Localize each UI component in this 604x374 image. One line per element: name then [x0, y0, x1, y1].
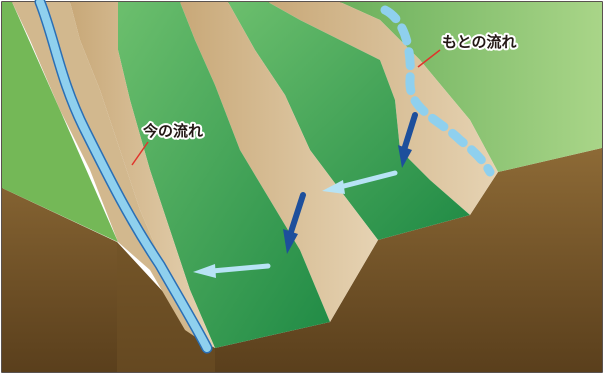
upper-terrace: [228, 2, 470, 240]
original-stream-leader: [417, 49, 441, 68]
middle-bank: [180, 2, 378, 322]
soil-shadow: [117, 242, 215, 372]
downcut-arrow-lower: [283, 192, 306, 254]
shift-arrow-lower: [193, 263, 271, 278]
original-stream-label: もとの流れ: [442, 33, 517, 51]
shift-arrow-upper: [322, 170, 398, 194]
lower-terrace: [118, 2, 330, 348]
downcut-arrow-upper: [398, 112, 418, 168]
left-upland: [2, 2, 118, 242]
current-river: [36, 0, 211, 352]
lower-bank: [70, 2, 215, 348]
current-stream-label: 今の流れ: [142, 122, 203, 140]
original-stream: [380, 5, 495, 177]
current-stream-leader: [131, 141, 149, 166]
upper-bank: [268, 2, 498, 215]
